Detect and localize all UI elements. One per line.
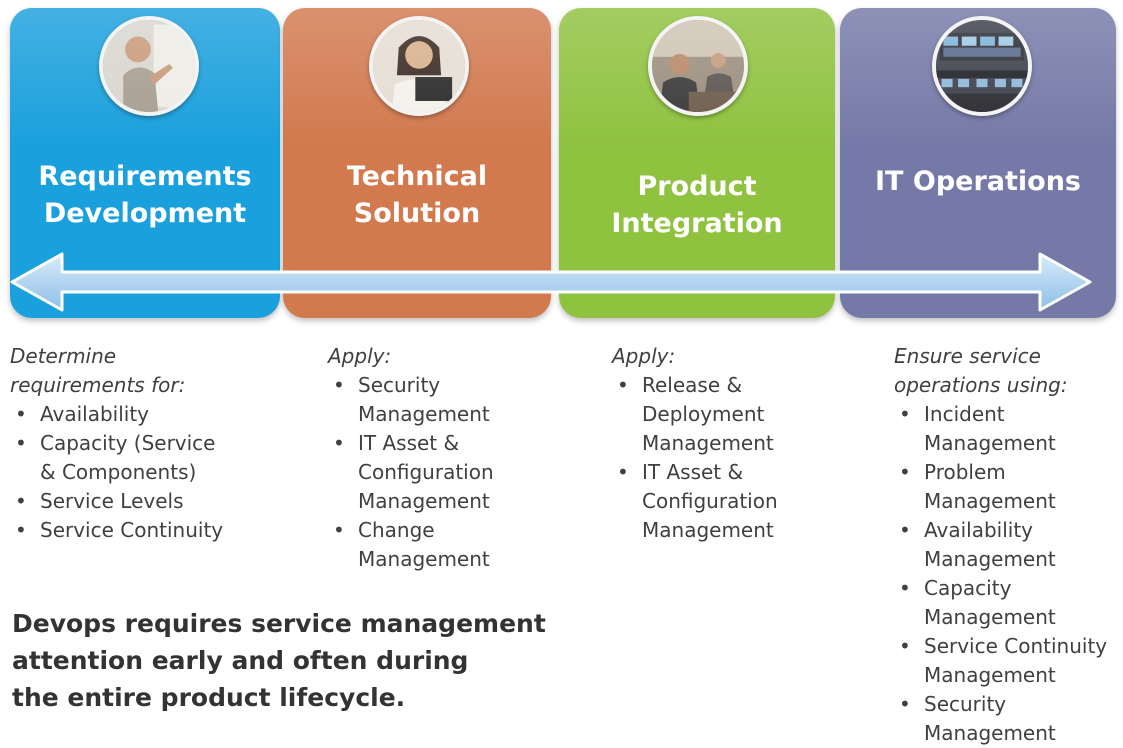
- list-item-line: Management: [924, 547, 1056, 571]
- list-item-line: IT Asset &: [642, 460, 744, 484]
- list-item-line: IT Asset &: [358, 431, 460, 455]
- list-item-line: & Components): [40, 460, 197, 484]
- list-item: Security Management: [894, 690, 1123, 748]
- stage-panel-technical-solution: Technical Solution: [283, 8, 551, 318]
- list-item: Service Levels: [10, 487, 280, 516]
- list-item-line: Management: [924, 431, 1056, 455]
- list-item: IT Asset & Configuration Management: [612, 458, 842, 545]
- statement-line: attention early and often during: [12, 646, 469, 675]
- list-item-line: Incident: [924, 402, 1005, 426]
- arrow-shape: [10, 252, 1092, 312]
- column-intro-line: operations using:: [894, 373, 1068, 397]
- list-item-line: Problem: [924, 460, 1006, 484]
- stage-title-line: Product: [637, 171, 757, 202]
- list-item-line: Management: [924, 721, 1056, 745]
- list-item: Problem Management: [894, 458, 1123, 516]
- stage-title-line: Requirements: [38, 161, 252, 192]
- stage-title-line: Integration: [611, 208, 783, 239]
- list-item-line: Capacity: [924, 576, 1012, 600]
- column-intro-line: Determine: [10, 344, 117, 368]
- list-item-line: Management: [358, 489, 490, 513]
- column-intro-line: Ensure service: [894, 344, 1041, 368]
- requirements-development-column: Determine requirements for: Availability…: [10, 342, 280, 545]
- list-item: Change Management: [328, 516, 558, 574]
- list-item-line: Management: [642, 431, 774, 455]
- list-item-line: Configuration: [642, 489, 778, 513]
- list-item: Service Continuity Management: [894, 632, 1123, 690]
- column-intro: Apply:: [328, 342, 558, 371]
- devops-statement: Devops requires service management atten…: [12, 605, 612, 716]
- list-item-line: Management: [642, 518, 774, 542]
- list-item-line: Management: [924, 605, 1056, 629]
- stage-title: IT Operations: [840, 163, 1116, 200]
- technical-solution-column: Apply: Security Management IT Asset & Co…: [328, 342, 558, 574]
- list-item-line: Availability: [40, 402, 150, 426]
- stage-panel-product-integration: Product Integration: [559, 8, 835, 318]
- stage-title-line: IT Operations: [875, 166, 1081, 197]
- list-item-line: Security: [924, 692, 1007, 716]
- list-item-line: Release &: [642, 373, 743, 397]
- statement-line: Devops requires service management: [12, 609, 546, 638]
- presenter-at-whiteboard-photo: [99, 16, 199, 116]
- column-intro: Determine requirements for:: [10, 342, 280, 400]
- list-item-line: Change: [358, 518, 435, 542]
- list-item: Service Continuity: [10, 516, 280, 545]
- list-item: Incident Management: [894, 400, 1123, 458]
- column-intro: Ensure service operations using:: [894, 342, 1123, 400]
- list-item-line: Management: [358, 402, 490, 426]
- column-intro: Apply:: [612, 342, 842, 371]
- stage-title-line: Solution: [353, 198, 481, 229]
- list-item-line: Capacity (Service: [40, 431, 216, 455]
- bullet-list: Security Management IT Asset & Configura…: [328, 371, 558, 574]
- column-intro-line: requirements for:: [10, 373, 186, 397]
- list-item-line: Management: [358, 547, 490, 571]
- stage-title: Requirements Development: [10, 158, 280, 232]
- statement-line: the entire product lifecycle.: [12, 683, 406, 712]
- it-operations-column: Ensure service operations using: Inciden…: [894, 342, 1123, 748]
- list-item-line: Management: [924, 663, 1056, 687]
- meeting-room-photo: [648, 16, 748, 116]
- bullet-list: Incident Management Problem Management A…: [894, 400, 1123, 748]
- list-item: IT Asset & Configuration Management: [328, 429, 558, 516]
- list-item: Availability Management: [894, 516, 1123, 574]
- list-item: Capacity (Service & Components): [10, 429, 280, 487]
- stage-title: Product Integration: [559, 168, 835, 242]
- list-item-line: Security: [358, 373, 441, 397]
- product-integration-column: Apply: Release & Deployment Management I…: [612, 342, 842, 545]
- list-item-line: Service Continuity: [40, 518, 224, 542]
- stage-title-line: Development: [43, 198, 247, 229]
- list-item-line: Availability: [924, 518, 1034, 542]
- list-item: Capacity Management: [894, 574, 1123, 632]
- stage-title: Technical Solution: [283, 158, 551, 232]
- bullet-list: Availability Capacity (Service & Compone…: [10, 400, 280, 545]
- bullet-list: Release & Deployment Management IT Asset…: [612, 371, 842, 545]
- list-item-line: Service Continuity: [924, 634, 1108, 658]
- lifecycle-double-arrow: [0, 240, 1123, 330]
- stage-title-line: Technical: [346, 161, 488, 192]
- list-item: Availability: [10, 400, 280, 429]
- column-intro-line: Apply:: [612, 344, 676, 368]
- woman-at-laptop-photo: [369, 16, 469, 116]
- stage-panel-requirements-development: Requirements Development: [10, 8, 280, 318]
- column-intro-line: Apply:: [328, 344, 392, 368]
- operations-center-photo: [932, 16, 1032, 116]
- stage-panel-it-operations: IT Operations: [840, 8, 1116, 318]
- list-item-line: Deployment: [642, 402, 765, 426]
- list-item-line: Management: [924, 489, 1056, 513]
- list-item-line: Configuration: [358, 460, 494, 484]
- list-item: Security Management: [328, 371, 558, 429]
- list-item-line: Service Levels: [40, 489, 184, 513]
- list-item: Release & Deployment Management: [612, 371, 842, 458]
